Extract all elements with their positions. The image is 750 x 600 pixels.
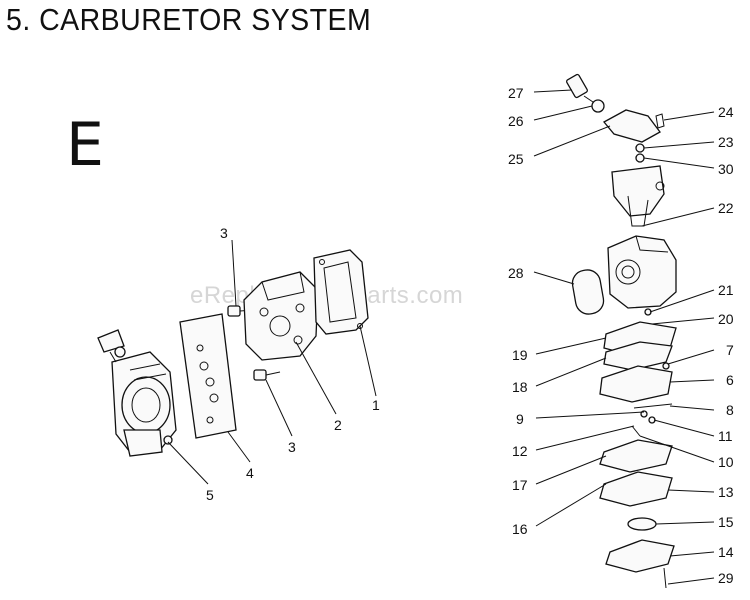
- needle-part: [631, 425, 641, 437]
- o-ring-part: [571, 269, 605, 315]
- callout-21: 21: [718, 282, 734, 298]
- callout-3: 3: [288, 439, 296, 455]
- needle-lever-part: [633, 403, 673, 409]
- callout-15: 15: [718, 514, 734, 530]
- callout-22: 22: [718, 200, 734, 216]
- callout-16: 16: [512, 521, 528, 537]
- spring-part: [662, 362, 670, 370]
- callout-28: 28: [508, 265, 524, 281]
- callout-1: 1: [372, 397, 380, 413]
- callout-labels: 3 3 2 1 4 5 27 26 25 24 23 30 22 28 21 2…: [206, 85, 734, 586]
- callout-8: 8: [726, 402, 734, 418]
- callout-26: 26: [508, 113, 524, 129]
- upper-body-part: [611, 165, 665, 227]
- callout-11: 11: [718, 428, 733, 444]
- callout-5: 5: [206, 487, 214, 503]
- callout-13: 13: [718, 484, 734, 500]
- callout-7: 7: [726, 342, 734, 358]
- callout-9: 9: [516, 411, 524, 427]
- screw-part: [253, 369, 281, 381]
- callout-6: 6: [726, 372, 734, 388]
- carburetor-assembly-part: [97, 329, 177, 457]
- bracket-part: [602, 109, 661, 143]
- page-title: 5. CARBURETOR SYSTEM: [6, 2, 372, 37]
- callout-3: 3: [220, 225, 228, 241]
- gasket-part: [313, 249, 369, 335]
- small-screw-part: [655, 113, 665, 129]
- adjuster-bolt-part: [566, 73, 597, 105]
- callout-29: 29: [718, 570, 734, 586]
- diaphragm-part: [599, 439, 673, 473]
- pump-body-part: [599, 365, 673, 403]
- cup-part: [627, 517, 657, 531]
- ring-part: [635, 143, 645, 153]
- callout-10: 10: [718, 454, 734, 470]
- insulator-block-part: [243, 271, 319, 361]
- callout-25: 25: [508, 151, 524, 167]
- carburetor-body-part: [607, 235, 677, 309]
- callout-17: 17: [512, 477, 528, 493]
- callout-19: 19: [512, 347, 528, 363]
- callout-14: 14: [718, 544, 734, 560]
- callout-20: 20: [718, 311, 734, 327]
- callout-2: 2: [334, 417, 342, 433]
- ring-part: [635, 153, 645, 163]
- leader-lines: [167, 89, 715, 585]
- bottom-cover-part: [605, 539, 675, 573]
- callout-12: 12: [512, 443, 528, 459]
- section-label: E: [66, 110, 104, 180]
- gasket-part: [603, 341, 673, 371]
- screw-part: [663, 567, 667, 589]
- callout-24: 24: [718, 104, 734, 120]
- gasket-plate-part: [179, 313, 237, 439]
- callout-30: 30: [718, 161, 734, 177]
- callout-18: 18: [512, 379, 528, 395]
- callout-23: 23: [718, 134, 734, 150]
- metering-cover-part: [599, 471, 673, 507]
- callout-27: 27: [508, 85, 524, 101]
- nut-part: [591, 99, 605, 113]
- callout-4: 4: [246, 465, 254, 481]
